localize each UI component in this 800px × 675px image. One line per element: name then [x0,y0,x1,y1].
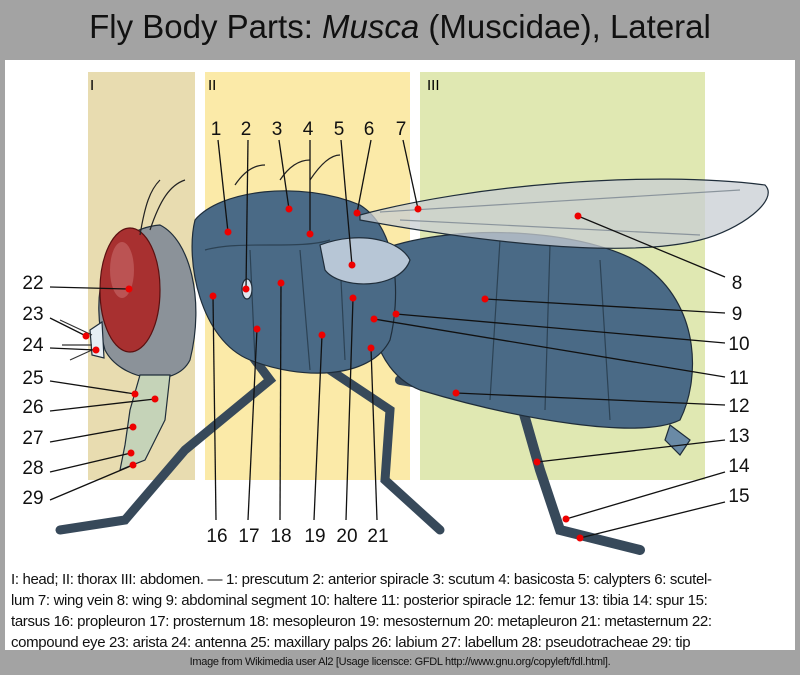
label-14: 14 [728,456,750,477]
label-29: 29 [22,488,43,509]
label-21: 21 [367,526,388,547]
marker-anterior-spiracle [242,285,250,293]
caption-line: compound eye 23: arista 24: antenna 25: … [11,634,691,651]
label-25: 25 [22,368,43,389]
marker-antenna [92,346,100,354]
label-2: 2 [241,119,252,140]
marker-femur [452,389,460,397]
marker-pseudotracheae [127,449,135,457]
label-23: 23 [22,304,43,325]
marker-scutellum [353,209,361,217]
marker-scutum [285,205,293,213]
marker-wing [574,212,582,220]
fly-illustration [55,154,769,555]
label-9: 9 [732,304,743,325]
label-15: 15 [728,486,749,507]
fly-diagram: I II III [22,72,769,555]
marker-maxillary-palps [131,390,139,398]
marker-abdominal-segment [481,295,489,303]
marker-spur [562,515,570,523]
attribution-footer: Image from Wikimedia user Al2 [Usage lic… [189,656,611,668]
label-16: 16 [206,526,227,547]
label-12: 12 [728,396,749,417]
label-19: 19 [304,526,325,547]
caption-line: I: head; II: thorax III: abdomen. — 1: p… [11,571,712,588]
label-28: 28 [22,458,43,479]
marker-metapleuron [349,294,357,302]
region-label-thorax: II [208,77,216,94]
marker-compound-eye [125,285,133,293]
label-13: 13 [728,426,749,447]
marker-tarsus [576,534,584,542]
label-11: 11 [729,368,749,389]
legend-caption: I: head; II: thorax III: abdomen. — 1: p… [11,569,791,653]
marker-mesopleuron [277,279,285,287]
label-8: 8 [732,273,743,294]
label-18: 18 [270,526,291,547]
label-20: 20 [336,526,357,547]
marker-tibia [533,458,541,466]
marker-posterior-spiracle [370,315,378,323]
part-number-labels: 1 2 3 4 5 6 7 8 9 10 11 12 13 14 15 16 1… [22,119,750,547]
label-24: 24 [22,335,44,356]
label-17: 17 [238,526,259,547]
caption-line: lum 7: wing vein 8: wing 9: abdominal se… [11,592,708,609]
marker-mesosternum [318,331,326,339]
label-5: 5 [334,119,345,140]
title-prefix: Fly Body Parts: [89,8,323,45]
diagram-panel: I II III [5,60,795,653]
part-markers [82,205,584,542]
marker-basicosta [306,230,314,238]
caption-line: tarsus 16: propleuron 17: prosternum 18:… [11,613,712,630]
region-label-head: I [90,77,94,94]
marker-prosternum [253,325,261,333]
marker-wing-vein [414,205,422,213]
title-suffix: (Muscidae), Lateral [419,8,711,45]
marker-metasternum [367,344,375,352]
label-4: 4 [303,119,314,140]
marker-propleuron [209,292,217,300]
marker-calypters [348,261,356,269]
label-26: 26 [22,397,43,418]
region-label-abdomen: III [427,77,440,94]
title-genus: Musca [322,8,420,45]
marker-labellum [129,423,137,431]
label-7: 7 [396,119,407,140]
label-3: 3 [272,119,283,140]
label-22: 22 [22,273,43,294]
marker-labium [151,395,159,403]
label-27: 27 [22,428,43,449]
marker-arista [82,332,90,340]
page-title: Fly Body Parts: Musca (Muscidae), Latera… [0,8,800,46]
label-1: 1 [211,119,222,140]
marker-haltere [392,310,400,318]
marker-tip [129,461,137,469]
label-10: 10 [728,334,749,355]
marker-prescutum [224,228,232,236]
label-6: 6 [364,119,375,140]
leader-lines [49,139,726,539]
